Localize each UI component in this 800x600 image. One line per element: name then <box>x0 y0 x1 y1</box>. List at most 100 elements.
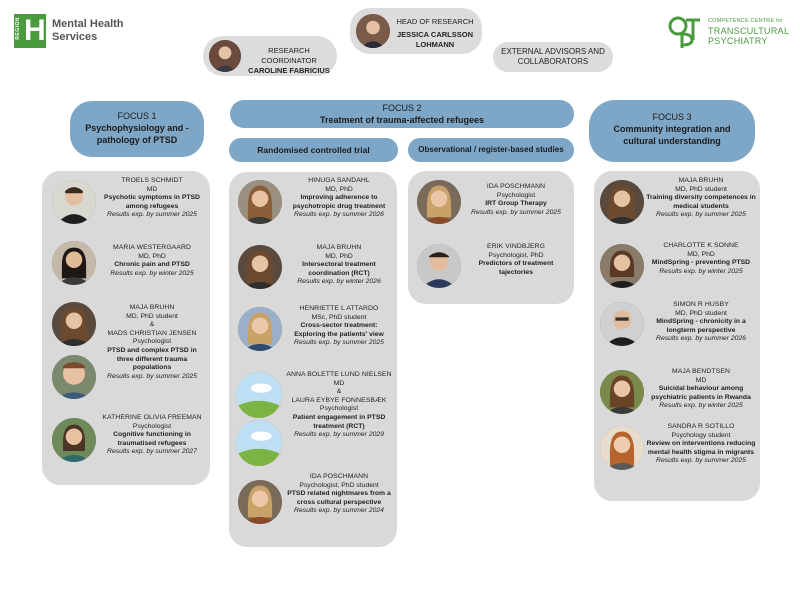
avatar <box>52 302 96 346</box>
results-expected: Results exp. by summer 2025 <box>294 339 384 347</box>
person-name: SANDRA R SOTILLO <box>667 423 735 430</box>
avatar <box>600 244 644 288</box>
project-title: Cross-sector treatment: Exploring the pa… <box>294 322 384 338</box>
person-name-2: MADS CHRISTIAN JENSEN <box>107 329 197 337</box>
person-name: ERIK VINDBJERG <box>486 243 546 250</box>
researcher-card: IDA POSCHMANN Psychologist, PhD student … <box>284 473 394 516</box>
competence-centre-logo: COMPETENCE CENTRE for TRANSCULTURAL PSYC… <box>668 14 790 50</box>
person-name: ANNA BOLETTE LUND NIELSEN <box>286 371 392 378</box>
results-expected: Results exp. by winter 2026 <box>297 278 381 286</box>
avatar <box>52 355 96 399</box>
researcher-card: ANNA BOLETTE LUND NIELSEN MD & LAURA EYB… <box>284 371 394 440</box>
project-title: Review on interventions reducing mental … <box>646 440 756 456</box>
person-role-2: Psychologist <box>132 338 172 346</box>
project-title: IRT Group Therapy <box>485 200 547 208</box>
ampersand: & <box>149 321 155 329</box>
person-role: MD <box>333 379 345 387</box>
person-name: IDA POSCHMANN <box>486 183 546 190</box>
logo-line-1: Mental Health <box>52 18 124 30</box>
project-title: MindSpring - chronicity in a longterm pe… <box>656 318 746 334</box>
researcher-card: HINUGA SANDAHL MD, PhD Improving adheren… <box>284 177 394 220</box>
person-role: Psychologist, PhD student <box>299 481 379 489</box>
person-name: MAJA BRUHN <box>129 304 175 311</box>
avatar <box>600 180 644 224</box>
focus-title: FOCUS 2 <box>382 103 422 113</box>
project-title: Chronic pain and PTSD <box>114 261 190 269</box>
project-title: MindSpring - preventing PTSD <box>651 259 751 267</box>
person-name: TROELS SCHMIDT <box>121 177 183 184</box>
avatar <box>238 180 282 224</box>
project-title: Psychotic symptoms in PTSD among refugee… <box>104 194 200 210</box>
person-name: IDA POSCHMANN <box>309 473 369 480</box>
results-expected: Results exp. by summer 2027 <box>107 448 197 456</box>
project-title: Cognitive functioning in traumatised ref… <box>113 431 191 447</box>
focus-subtitle: Psychophysiology and -pathology of PTSD <box>85 123 189 145</box>
researcher-card: SIMON R HUSBY MD, PhD student MindSpring… <box>646 301 756 344</box>
person-name: KATHERINE OLIVIA FREEMAN <box>102 414 202 421</box>
person-role: MD <box>146 185 158 193</box>
focus-2-header: FOCUS 2 Treatment of trauma-affected ref… <box>230 100 574 128</box>
avatar <box>600 370 644 414</box>
avatar <box>600 302 644 346</box>
person-name: CHARLOTTE K SONNE <box>663 242 739 249</box>
person-name: CAROLINE FABRICIUS <box>248 66 330 75</box>
person-name: JESSICA CARLSSON LOHMANN <box>397 30 473 49</box>
focus-title: FOCUS 1 <box>117 111 157 121</box>
avatar <box>52 180 96 224</box>
results-expected: Results exp. by winter 2025 <box>659 402 743 410</box>
project-title: Training diversity competences in medica… <box>646 194 756 210</box>
person-role: MD, PhD <box>325 252 353 260</box>
person-role: Psychologist, PhD <box>488 251 544 259</box>
results-expected: Results exp. by summer 2025 <box>107 372 197 380</box>
researcher-card: MAJA BRUHN MD, PhD student Training dive… <box>646 177 756 220</box>
project-title: Predictors of treatment tajectories <box>478 260 554 276</box>
results-expected: Results exp. by summer 2025 <box>471 208 561 216</box>
results-expected: Results exp. by summer 2025 <box>656 457 746 465</box>
researcher-card: MAJA BRUHN MD, PhD student & MADS CHRIST… <box>100 304 204 381</box>
rct-subheader: Randomised controlled trial <box>229 138 398 162</box>
avatar <box>52 418 96 462</box>
results-expected: Results exp. by winter 2025 <box>110 269 194 277</box>
researcher-card: TROELS SCHMIDT MD Psychotic symptoms in … <box>100 177 204 220</box>
focus-3-header: FOCUS 3 Community integration and cultur… <box>589 100 755 162</box>
person-role: MD, PhD <box>138 252 166 260</box>
person-role: MD, PhD student <box>675 309 727 317</box>
avatar <box>417 180 461 224</box>
landscape-placeholder-avatar <box>236 372 282 418</box>
focus-subtitle: Community integration and cultural under… <box>613 124 731 146</box>
researcher-card: MAJA BENDTSEN MD Suicidal behaviour amon… <box>646 368 756 411</box>
person-role: MD <box>695 376 707 384</box>
avatar <box>238 245 282 289</box>
project-title: Suicidal behaviour among psychiatric pat… <box>651 385 751 401</box>
ampersand: & <box>336 388 342 396</box>
external-advisors-label: EXTERNAL ADVISORS AND COLLABORATORS <box>501 47 605 66</box>
researcher-card: ERIK VINDBJERG Psychologist, PhD Predict… <box>462 243 570 277</box>
results-expected: Results exp. by winter 2025 <box>659 267 743 275</box>
focus-title: FOCUS 3 <box>652 112 692 122</box>
person-name: MAJA BENDTSEN <box>672 368 730 375</box>
focus-1-header: FOCUS 1 Psychophysiology and -pathology … <box>70 101 204 157</box>
results-expected: Results exp. by summer 2026 <box>294 211 384 219</box>
researcher-card: HENRIETTE L ATTARDO MSc, PhD student Cro… <box>284 305 394 348</box>
role-label: HEAD OF RESEARCH <box>396 17 474 26</box>
person-role: MD, PhD student <box>675 185 727 193</box>
person-role: Psychologist <box>496 191 536 199</box>
head-of-research-card: HEAD OF RESEARCH JESSICA CARLSSON LOHMAN… <box>350 8 482 54</box>
logo-word-1: TRANSCULTURAL <box>708 26 790 36</box>
results-expected: Results exp. by summer 2025 <box>656 211 746 219</box>
project-title: Patient engagement in PTSD treatment (RC… <box>292 413 386 430</box>
person-role: MD, PhD <box>687 250 715 258</box>
mental-health-services-logo: REGION H Mental Health Services <box>14 14 134 50</box>
avatar <box>238 307 282 351</box>
role-label: RESEARCH COORDINATOR <box>261 46 317 65</box>
observational-subheader: Observational / register-based studies <box>408 138 574 162</box>
person-name: SIMON R HUSBY <box>673 301 729 308</box>
avatar <box>356 14 390 48</box>
person-name: MARIA WESTERGAARD <box>113 244 191 251</box>
avatar <box>209 40 241 72</box>
person-role: MSc, PhD student <box>311 313 367 321</box>
external-advisors-pill: EXTERNAL ADVISORS AND COLLABORATORS <box>493 42 613 72</box>
person-name: MAJA BRUHN <box>678 177 724 184</box>
person-name: HENRIETTE L ATTARDO <box>299 305 379 312</box>
avatar <box>238 480 282 524</box>
